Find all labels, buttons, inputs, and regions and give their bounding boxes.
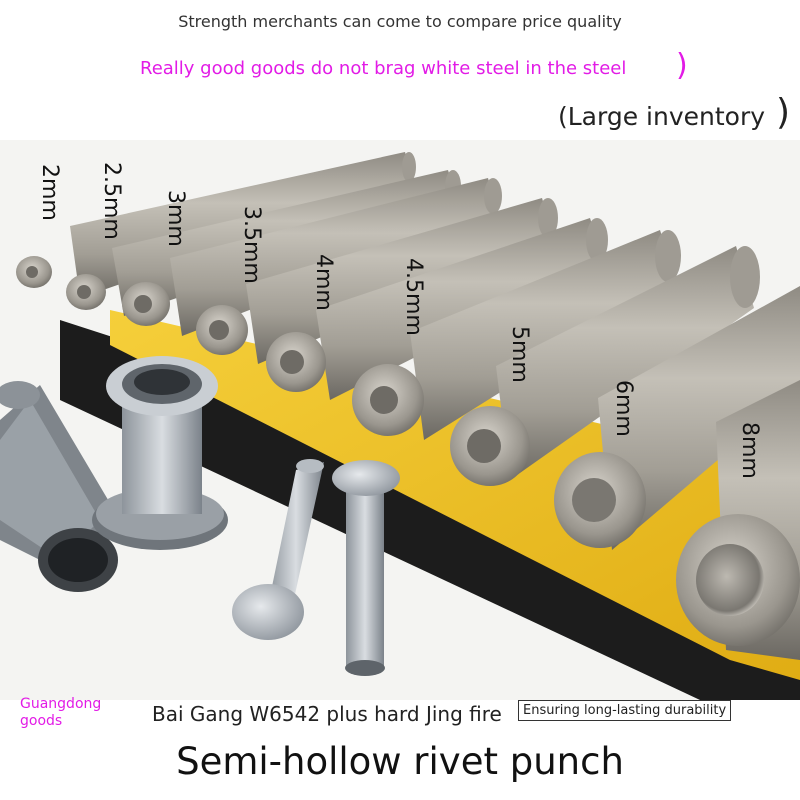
hollow-tube-rivet [0, 381, 120, 592]
punch-4mm [266, 218, 608, 400]
flat-head-rivet-2 [332, 460, 400, 676]
punch-4.5mm [352, 230, 681, 440]
inventory-label: (Large inventory [558, 102, 766, 131]
size-label-4mm: 4mm [311, 254, 336, 311]
durability-badge: Ensuring long-lasting durability [518, 700, 732, 721]
size-label-3.5mm: 3.5mm [239, 206, 264, 284]
standing-rivet [92, 356, 228, 550]
size-label-3mm: 3mm [163, 190, 188, 247]
yellow-board [110, 310, 800, 680]
size-label-2mm: 2mm [37, 164, 62, 221]
size-label-8mm: 8mm [737, 422, 762, 479]
inventory-close-paren: ) [776, 92, 791, 133]
material-spec: Bai Gang W6542 plus hard Jing fire [152, 702, 502, 726]
size-label-4.5mm: 4.5mm [401, 258, 426, 336]
origin-label: Guangdong goods [20, 696, 102, 729]
header-claim: Really good goods do not brag white stee… [140, 58, 627, 79]
punch-5mm [450, 246, 760, 486]
punch-8mm [676, 380, 800, 660]
header-tagline: Strength merchants can come to compare p… [178, 12, 622, 31]
punch-6mm [554, 286, 800, 550]
claim-close-paren: ) [676, 48, 688, 83]
flat-head-rivet-1 [232, 459, 324, 640]
size-label-2.5mm: 2.5mm [99, 162, 124, 240]
size-label-6mm: 6mm [611, 380, 636, 437]
size-label-5mm: 5mm [507, 326, 532, 383]
product-title: Semi-hollow rivet punch [176, 740, 624, 783]
